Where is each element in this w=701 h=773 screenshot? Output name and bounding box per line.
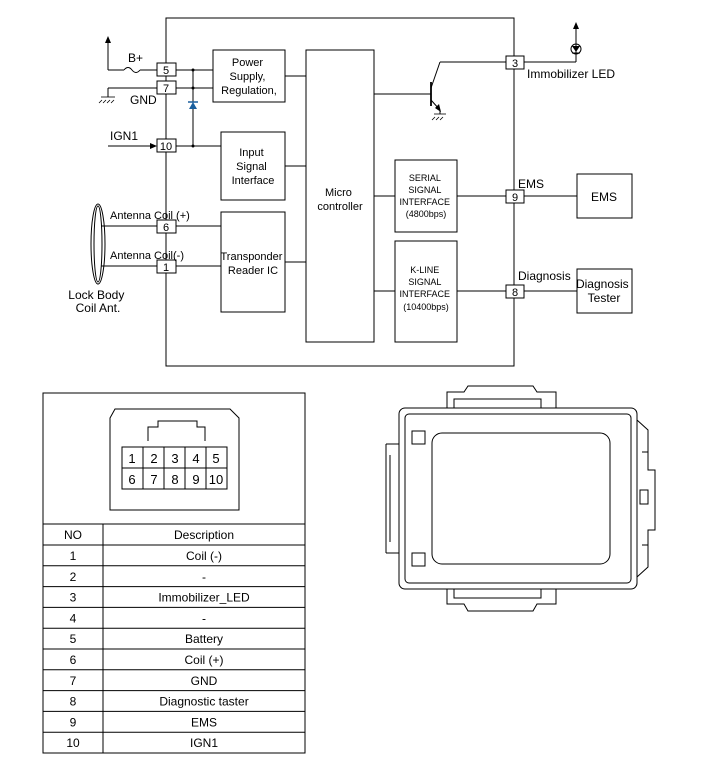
input-signal-line-1: Input (239, 147, 263, 159)
svg-text:Transponder Reader IC: Transponder Reader IC (220, 251, 285, 277)
input-signal-line-3: Interface (232, 175, 275, 187)
lock-body-line-1: Lock Body (68, 288, 124, 302)
table-cell-no: 10 (66, 736, 80, 750)
svg-text:Power Supply, Regu: Power Supply, Regulation, (221, 57, 277, 97)
table-cell-no: 7 (70, 674, 77, 688)
transponder-line-1: Transponder (220, 251, 282, 263)
kline-line-4: (10400bps) (403, 302, 449, 312)
connector-pin-9: 9 (192, 472, 199, 487)
antenna-pos-label: Antenna Coil (+) (110, 210, 190, 222)
table-cell-no: 6 (70, 653, 77, 667)
svg-text:Input Signal Inter: Input Signal Interface (232, 147, 275, 187)
pin-label-3: 3 (512, 58, 518, 70)
microcontroller-line-2: controller (317, 201, 363, 213)
ems-box-label: EMS (591, 190, 617, 204)
immobilizer-led-icon (524, 22, 582, 63)
diagnosis-tester-line-2: Tester (588, 291, 621, 305)
connector-pin-1: 1 (128, 451, 135, 466)
table-cell-description: - (202, 611, 206, 625)
connector-pin-7: 7 (150, 472, 157, 487)
table-cell-no: 5 (70, 632, 77, 646)
power-supply-line-2: Supply, (230, 71, 266, 83)
diagnosis-tester-line-1: Diagnosis (576, 277, 629, 291)
antenna-neg-label: Antenna Coil(-) (110, 250, 184, 262)
housing-window (431, 432, 611, 565)
table-header-no: NO (64, 528, 82, 542)
svg-text:K-LINE SIGNAL INTE: K-LINE SIGNAL INTERFACE (10400bps) (399, 265, 452, 312)
power-supply-line-1: Power (232, 57, 264, 69)
diagnosis-signal-label: Diagnosis (518, 269, 571, 283)
internal-links (285, 75, 577, 292)
table-cell-description: - (202, 570, 206, 584)
protection-diode (188, 68, 198, 148)
microcontroller-line-1: Micro (325, 187, 352, 199)
table-cell-no: 9 (70, 715, 77, 729)
power-supply-line-3: Regulation, (221, 85, 277, 97)
table-cell-description: EMS (191, 715, 217, 729)
b-plus-label: B+ (128, 51, 143, 65)
transponder-line-2: Reader IC (228, 265, 278, 277)
pin-table: NO Description 1 Coil (-) 2 - 3 Immobilizer_L… (43, 523, 305, 754)
serial-interface-block (394, 159, 458, 233)
gnd-label: GND (130, 93, 157, 107)
connector-pin-8: 8 (171, 472, 178, 487)
connector-pin-10: 10 (209, 472, 223, 487)
table-cell-no: 4 (70, 611, 77, 625)
lock-body-line-2: Coil Ant. (76, 301, 121, 315)
kline-line-3: INTERFACE (399, 289, 450, 299)
svg-text:Diagnosis Tester: Diagnosis Tester (576, 277, 632, 305)
svg-text:SERIAL SIGNAL INTE: SERIAL SIGNAL INTERFACE (4800bps) (399, 173, 452, 219)
pin-label-1: 1 (163, 262, 169, 274)
connector-pin-2: 2 (150, 451, 157, 466)
ign1-label: IGN1 (110, 129, 138, 143)
ign1-wiring (108, 143, 221, 149)
housing-body (398, 407, 638, 590)
connector-pin-6: 6 (128, 472, 135, 487)
pin-label-7: 7 (163, 83, 169, 95)
connector-face (109, 408, 240, 511)
ems-signal-label: EMS (518, 177, 544, 191)
pin-label-9: 9 (512, 192, 518, 204)
table-cell-description: Battery (185, 632, 223, 646)
connector-pin-3: 3 (171, 451, 178, 466)
pin-label-5: 5 (163, 65, 169, 77)
pin-label-6: 6 (163, 222, 169, 234)
svg-text:Lock Body Coil Ant.: Lock Body Coil Ant. (68, 288, 127, 315)
input-signal-line-2: Signal (236, 161, 267, 173)
pin-label-10: 10 (160, 141, 172, 153)
svg-text:Micro controller: Micro controller (317, 187, 363, 213)
table-header-description: Description (174, 528, 234, 542)
table-cell-description: GND (191, 674, 218, 688)
led-driver-transistor (374, 61, 506, 121)
table-cell-description: Coil (+) (184, 653, 223, 667)
connector-pin-5: 5 (212, 451, 219, 466)
serial-line-3: INTERFACE (399, 197, 450, 207)
kline-line-1: K-LINE (410, 265, 439, 275)
serial-line-4: (4800bps) (406, 209, 447, 219)
table-cell-no: 1 (70, 549, 77, 563)
table-cell-no: 8 (70, 695, 77, 709)
connector-pin-4: 4 (192, 451, 199, 466)
pin-label-8: 8 (512, 287, 518, 299)
table-cell-description: Diagnostic taster (159, 695, 248, 709)
module-housing-drawing (385, 385, 656, 612)
table-cell-description: Immobilizer_LED (158, 591, 250, 605)
immobilizer-led-label: Immobilizer LED (527, 67, 615, 81)
antenna-wiring (90, 203, 221, 285)
table-cell-description: IGN1 (190, 736, 218, 750)
table-cell-no: 3 (70, 591, 77, 605)
serial-line-1: SERIAL (409, 173, 441, 183)
table-cell-no: 2 (70, 570, 77, 584)
table-cell-description: Coil (-) (186, 549, 222, 563)
kline-line-2: SIGNAL (408, 277, 441, 287)
serial-line-2: SIGNAL (408, 185, 441, 195)
schematic: Power Supply, Regulation, Input Signal I… (68, 17, 633, 367)
